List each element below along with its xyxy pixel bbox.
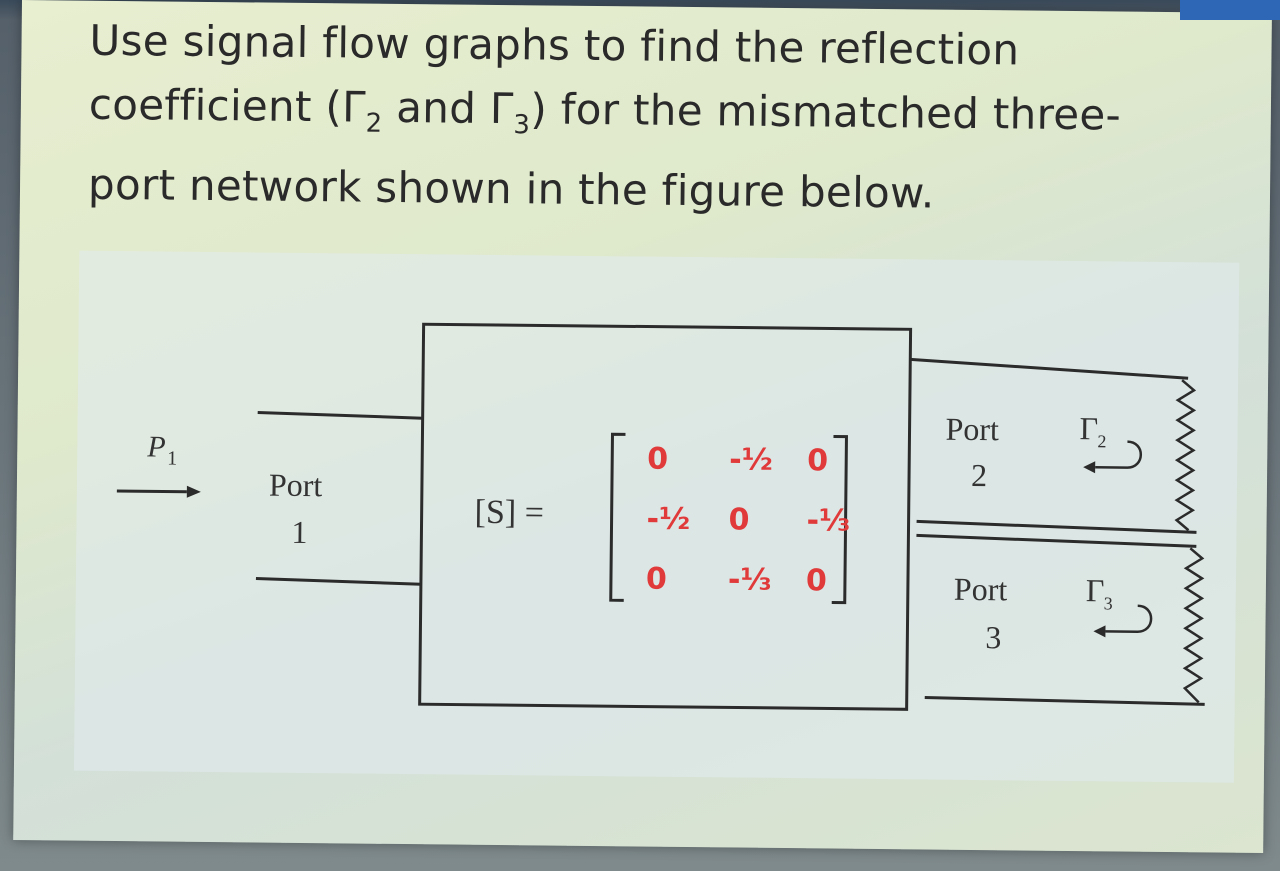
port3-top-line: [916, 533, 1197, 548]
figure-panel: P 1 Port 1 [S] = 0 -½ 0 -½ 0 -⅓ 0 -⅓ 0: [73, 250, 1240, 783]
s-matrix-entry-3-1: 0: [646, 562, 667, 597]
matrix-right-bracket: [831, 435, 848, 605]
port2-top-line: [910, 357, 1189, 380]
matrix-left-bracket: [609, 432, 626, 602]
s-matrix-entry-1-3: 0: [807, 443, 828, 478]
gamma3-subscript: 3: [513, 110, 531, 141]
port3-number: 3: [985, 619, 1001, 655]
gamma2-label: Γ: [1079, 410, 1098, 446]
port1-label: Port: [269, 467, 323, 504]
port2-number: 2: [971, 457, 987, 493]
port1-number: 1: [291, 514, 307, 550]
window-edge-strip: [1180, 0, 1280, 20]
incident-arrow-line: [116, 489, 187, 494]
three-port-network-figure: P 1 Port 1 [S] = 0 -½ 0 -½ 0 -⅓ 0 -⅓ 0: [116, 322, 1205, 711]
gamma3-return-arrow-icon: [1105, 604, 1153, 633]
gamma2-subscript: 2: [365, 108, 383, 139]
s-matrix-label: [S] =: [474, 494, 544, 532]
incident-power-subscript: 1: [167, 448, 177, 470]
s-matrix-entry-2-3: -⅓: [806, 503, 850, 538]
gamma3-label: Γ: [1086, 572, 1105, 608]
port1-top-line: [257, 410, 423, 420]
s-matrix-entries: 0 -½ 0 -½ 0 -⅓ 0 -⅓ 0: [646, 442, 850, 599]
question-card: Use signal flow graphs to find the refle…: [13, 0, 1272, 854]
port2-bottom-line: [916, 519, 1197, 534]
port1-bottom-line: [255, 576, 421, 586]
question-text-part: and Γ: [382, 82, 514, 134]
s-matrix-entry-1-2: -½: [729, 442, 773, 477]
gamma2-arrow-head: [1083, 461, 1096, 474]
s-matrix-entry-2-1: -½: [646, 502, 690, 537]
port3-label: Port: [954, 571, 1008, 608]
gamma3-subscript: 3: [1104, 593, 1113, 613]
incident-arrow-head: [186, 485, 201, 498]
s-matrix-entry-2-2: 0: [728, 502, 749, 537]
gamma3-arrow-head: [1093, 625, 1106, 638]
port3-load-resistor-icon: [1182, 547, 1205, 704]
port3-bottom-line: [924, 695, 1205, 706]
gamma2-subscript: 2: [1097, 431, 1106, 451]
s-matrix-entry-3-2: -⅓: [728, 562, 772, 597]
question-text: Use signal flow graphs to find the refle…: [88, 9, 1200, 229]
port2-load-resistor-icon: [1174, 379, 1197, 532]
port2-label: Port: [945, 411, 999, 448]
gamma2-return-arrow-icon: [1095, 440, 1143, 469]
s-matrix-entry-3-3: 0: [806, 563, 827, 598]
s-matrix-entry-1-1: 0: [647, 442, 668, 477]
network-box: [418, 322, 913, 711]
incident-power-label: P: [146, 430, 166, 463]
